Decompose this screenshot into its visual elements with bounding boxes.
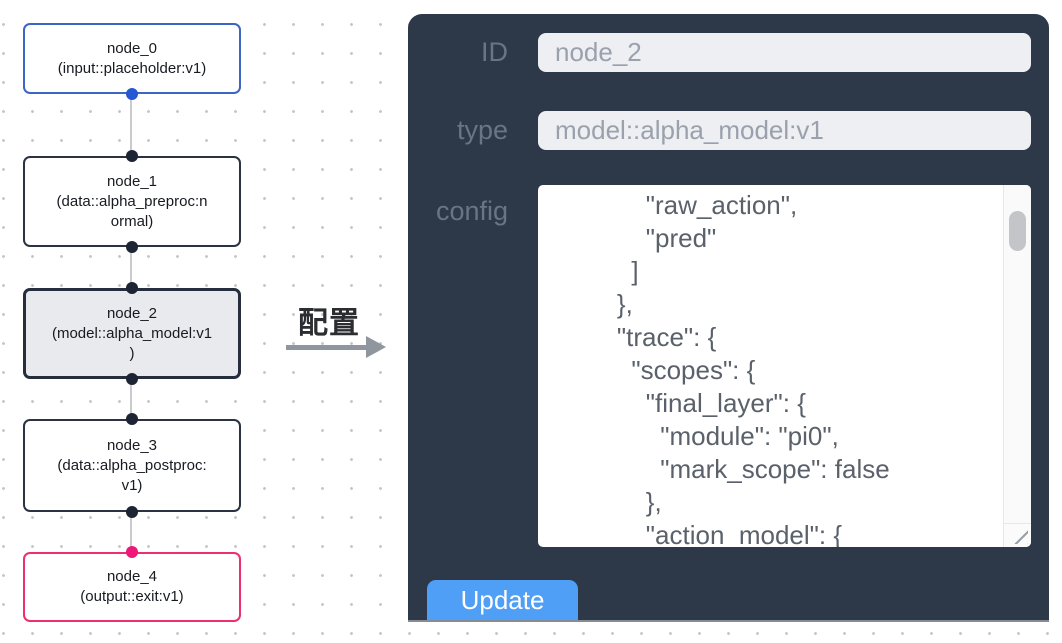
node-3[interactable]: node_3 (data::alpha_postproc: v1) (23, 419, 241, 512)
node-4-input-port[interactable] (126, 546, 138, 558)
type-input[interactable]: model::alpha_model:v1 (538, 111, 1031, 150)
arrow-line (286, 345, 368, 350)
node-2-label: node_2 (model::alpha_model:v1 ) (51, 304, 213, 362)
node-0[interactable]: node_0 (input::placeholder:v1) (23, 23, 241, 94)
config-json-text: "raw_action", "pred" ] }, "trace": { "sc… (616, 190, 890, 547)
node-1-output-port[interactable] (126, 241, 138, 253)
node-3-input-port[interactable] (126, 413, 138, 425)
config-annotation-label: 配置 (298, 307, 360, 340)
node-2-input-port[interactable] (126, 282, 138, 294)
edge-node0-node1 (130, 94, 132, 156)
node-2[interactable]: node_2 (model::alpha_model:v1 ) (23, 288, 241, 379)
node-3-output-port[interactable] (126, 506, 138, 518)
scrollbar-corner (1003, 523, 1031, 547)
config-textarea[interactable]: "raw_action", "pred" ] }, "trace": { "sc… (538, 185, 1031, 547)
node-1-label: node_1 (data::alpha_preproc:n ormal) (56, 172, 208, 230)
arrow-head (366, 336, 386, 358)
config-field-label: config (435, 196, 508, 226)
config-scrollbar-thumb[interactable] (1009, 211, 1026, 251)
node-4-label: node_4 (output::exit:v1) (80, 568, 184, 605)
node-config-panel: ID node_2 type model::alpha_model:v1 con… (408, 14, 1049, 622)
update-button[interactable]: Update (427, 580, 578, 620)
config-scrollbar-track[interactable] (1003, 185, 1031, 523)
node-2-output-port[interactable] (126, 373, 138, 385)
edge-node1-node2 (130, 247, 132, 288)
id-input[interactable]: node_2 (538, 33, 1031, 72)
node-1[interactable]: node_1 (data::alpha_preproc:n ormal) (23, 156, 241, 247)
type-field-label: type (456, 115, 508, 145)
node-1-input-port[interactable] (126, 150, 138, 162)
resize-handle-icon[interactable] (1012, 528, 1028, 544)
edge-node2-node3 (130, 379, 132, 419)
node-4[interactable]: node_4 (output::exit:v1) (23, 552, 241, 622)
node-0-label: node_0 (input::placeholder:v1) (57, 39, 207, 77)
node-3-label: node_3 (data::alpha_postproc: v1) (57, 436, 207, 494)
arrow-right-icon (286, 331, 404, 363)
node-0-output-port[interactable] (126, 88, 138, 100)
edge-node3-node4 (130, 512, 132, 552)
id-field-label: ID (481, 37, 508, 67)
